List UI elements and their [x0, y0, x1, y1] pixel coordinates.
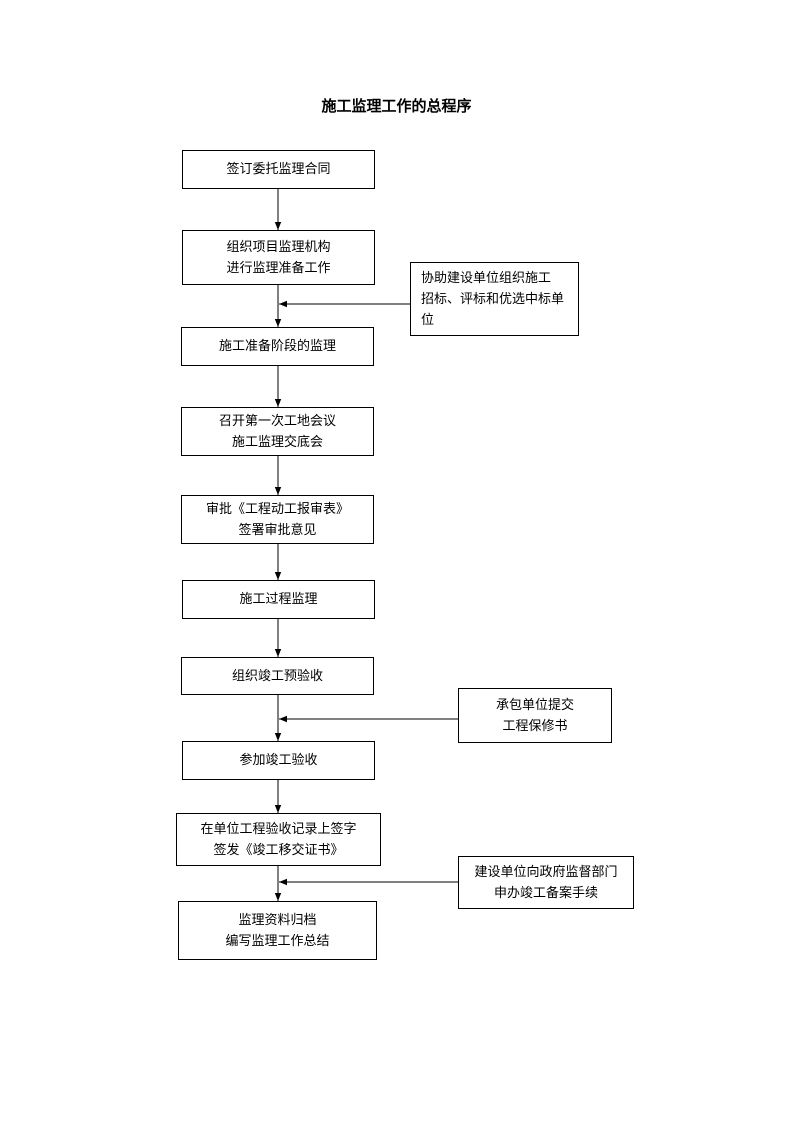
note-warranty: 承包单位提交 工程保修书: [458, 688, 612, 743]
note-completion-filing: 建设单位向政府监督部门 申办竣工备案手续: [458, 856, 634, 909]
step-construction-supervision: 施工过程监理: [182, 580, 375, 619]
step-first-site-meeting: 召开第一次工地会议 施工监理交底会: [181, 407, 374, 456]
step-final-acceptance: 参加竣工验收: [182, 741, 375, 780]
page-title: 施工监理工作的总程序: [321, 97, 472, 115]
step-sign-records: 在单位工程验收记录上签字 签发《竣工移交证书》: [176, 813, 381, 866]
step-sign-contract: 签订委托监理合同: [182, 150, 375, 189]
note-assist-bidding: 协助建设单位组织施工 招标、评标和优选中标单 位: [410, 262, 579, 336]
step-organize-team: 组织项目监理机构 进行监理准备工作: [182, 230, 375, 285]
step-approve-start-report: 审批《工程动工报审表》 签署审批意见: [181, 495, 374, 544]
step-archive-summary: 监理资料归档 编写监理工作总结: [178, 901, 377, 960]
step-preparation-supervision: 施工准备阶段的监理: [181, 327, 374, 366]
step-pre-acceptance: 组织竣工预验收: [181, 657, 374, 695]
